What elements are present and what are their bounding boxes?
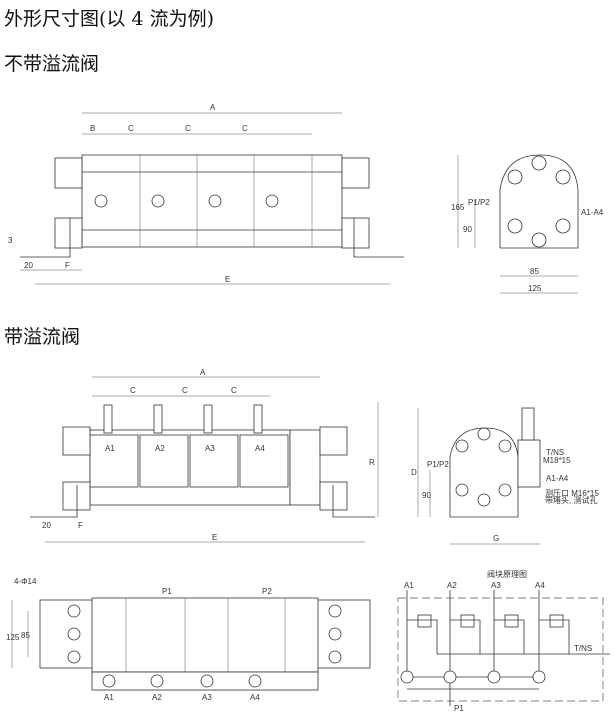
- svg-text:带堵头, 测试孔: 带堵头, 测试孔: [545, 495, 597, 505]
- svg-text:E: E: [212, 533, 217, 542]
- svg-text:85: 85: [21, 631, 30, 640]
- svg-text:C: C: [185, 124, 191, 133]
- svg-text:A1: A1: [404, 581, 414, 590]
- svg-text:T/NS: T/NS: [574, 644, 592, 653]
- svg-text:4-Φ14: 4-Φ14: [14, 577, 37, 586]
- svg-text:A2: A2: [155, 444, 165, 453]
- svg-text:T/NS: T/NS: [546, 448, 564, 457]
- svg-text:E: E: [225, 275, 230, 284]
- svg-text:A1: A1: [104, 693, 114, 702]
- svg-text:P1: P1: [162, 587, 172, 596]
- svg-text:90: 90: [463, 225, 472, 234]
- svg-text:A4: A4: [255, 444, 265, 453]
- svg-text:F: F: [78, 521, 83, 530]
- page-title: 外形尺寸图(以 4 流为例): [4, 8, 214, 30]
- svg-text:125: 125: [6, 633, 20, 642]
- svg-text:C: C: [242, 124, 248, 133]
- svg-text:F: F: [65, 261, 70, 270]
- section-heading-with-relief: 带溢流阀: [4, 326, 81, 348]
- svg-text:C: C: [182, 386, 188, 395]
- svg-text:A2: A2: [152, 693, 162, 702]
- svg-text:90: 90: [422, 491, 431, 500]
- svg-text:P2: P2: [262, 587, 272, 596]
- svg-text:A: A: [210, 103, 216, 112]
- svg-text:A4: A4: [250, 693, 260, 702]
- svg-text:C: C: [130, 386, 136, 395]
- svg-text:P1/P2: P1/P2: [427, 460, 449, 469]
- svg-text:C: C: [128, 124, 134, 133]
- svg-text:A4: A4: [535, 581, 545, 590]
- svg-text:C: C: [231, 386, 237, 395]
- svg-text:A3: A3: [202, 693, 212, 702]
- svg-text:R: R: [369, 458, 375, 467]
- hydraulic-schematic: 阀块原理图 A1 A2 A3 A4 T/NS P1: [397, 569, 610, 713]
- svg-text:85: 85: [530, 267, 539, 276]
- svg-text:G: G: [493, 534, 499, 543]
- svg-text:阀块原理图: 阀块原理图: [487, 569, 527, 579]
- svg-text:M18*15: M18*15: [543, 456, 571, 465]
- svg-text:165: 165: [451, 203, 465, 212]
- front-view-1: A B C C C E F 20 3: [8, 103, 404, 285]
- svg-text:B: B: [90, 124, 95, 133]
- svg-text:A1-A4: A1-A4: [581, 208, 604, 217]
- svg-text:A1: A1: [105, 444, 115, 453]
- svg-text:P1: P1: [454, 704, 464, 713]
- front-view-2: A1 A2 A3 A4 A C C C R 20 F E: [30, 368, 379, 543]
- svg-text:125: 125: [528, 284, 542, 293]
- svg-text:P1/P2: P1/P2: [468, 198, 490, 207]
- svg-text:20: 20: [42, 521, 51, 530]
- section-heading-no-relief: 不带溢流阀: [4, 53, 100, 75]
- svg-text:20: 20: [24, 261, 33, 270]
- top-view: 4-Φ14 125 85 P1 P2 A1 A2 A3 A4: [6, 577, 371, 702]
- svg-text:A3: A3: [491, 581, 501, 590]
- svg-text:A3: A3: [205, 444, 215, 453]
- svg-text:A1-A4: A1-A4: [546, 474, 569, 483]
- svg-text:测压口 M16*15: 测压口 M16*15: [545, 489, 599, 498]
- svg-text:A: A: [200, 368, 206, 377]
- svg-text:3: 3: [8, 236, 13, 245]
- svg-text:A2: A2: [447, 581, 457, 590]
- svg-text:D: D: [411, 468, 417, 477]
